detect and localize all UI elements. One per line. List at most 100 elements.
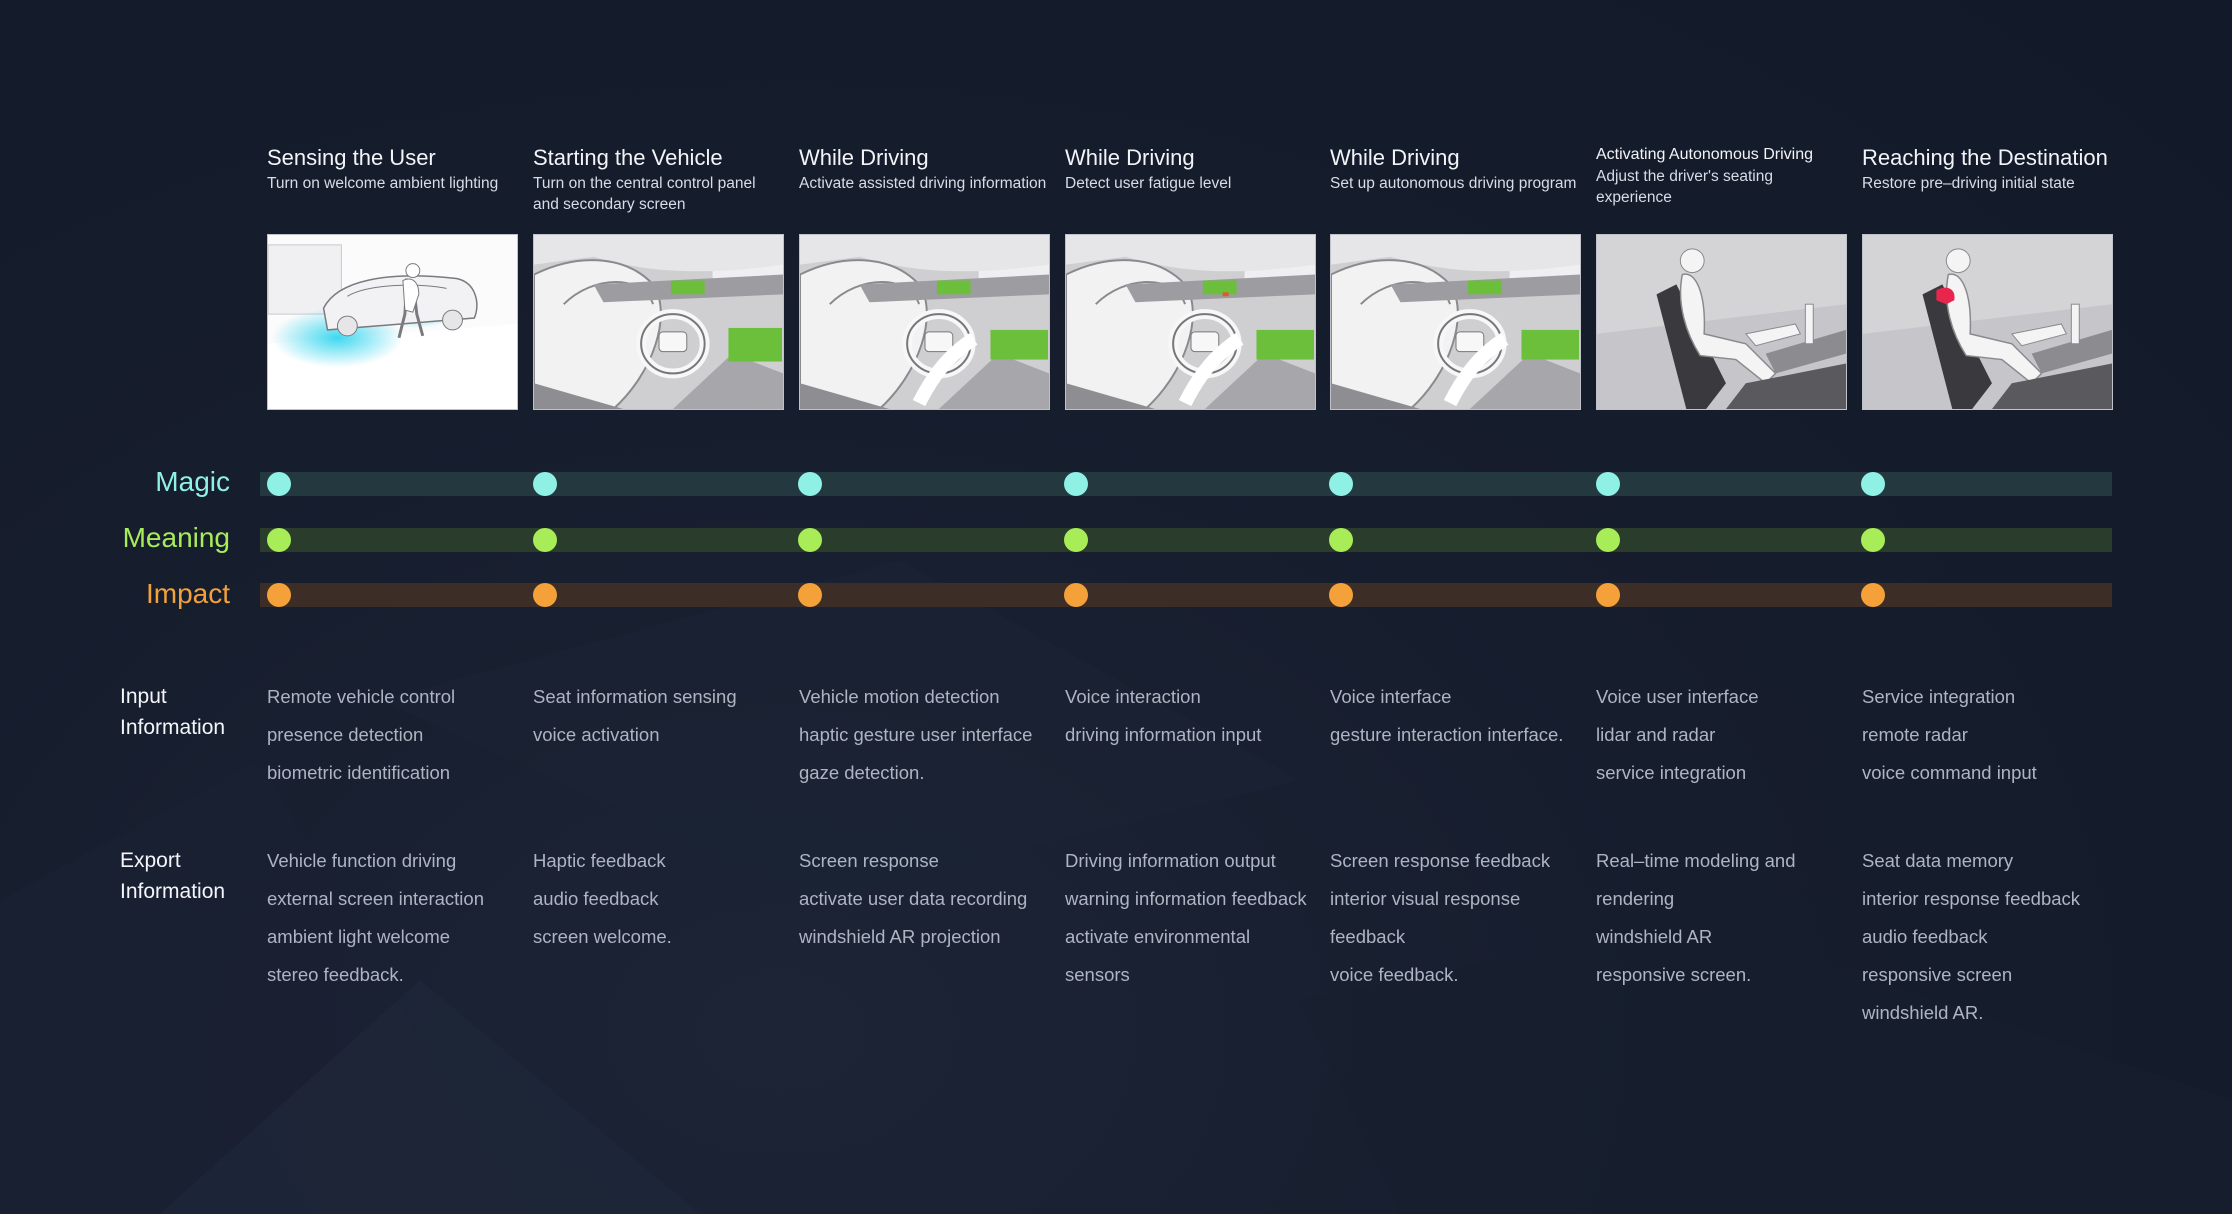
magic-dot: [1596, 472, 1620, 496]
export-info-item: interior response feedback: [1862, 888, 2081, 909]
scene-thumbnail: [1065, 234, 1316, 410]
export-info-item: screen welcome.: [533, 926, 672, 947]
impact-dot: [1861, 583, 1885, 607]
impact-dot: [1596, 583, 1620, 607]
column-title: Activating Autonomous Driving: [1596, 146, 1813, 163]
export-information-label: Export Information: [120, 849, 226, 903]
export-info-item: windshield AR: [1596, 926, 1713, 947]
export-info-item: windshield AR projection: [799, 926, 1001, 947]
export-info-item: audio feedback: [533, 888, 659, 909]
cockpit-illustration: [800, 235, 1049, 409]
cockpit-illustration: [534, 235, 783, 409]
magic-dot: [798, 472, 822, 496]
scene-thumbnail: [1330, 234, 1581, 410]
column-title: Reaching the Destination: [1862, 145, 2108, 170]
input-information-label: Input Information: [120, 685, 226, 739]
magic-dot: [533, 472, 557, 496]
track-impact: [260, 583, 2112, 607]
export-info-item: windshield AR.: [1862, 1002, 1984, 1023]
magic-dot: [267, 472, 291, 496]
column-subtitle: Activate assisted driving information: [799, 175, 1047, 192]
export-info-item: Vehicle function driving: [267, 850, 457, 871]
column-subtitle: Set up autonomous driving program: [1330, 175, 1577, 192]
column-title: Sensing the User: [267, 145, 436, 170]
column-title: Starting the Vehicle: [533, 145, 723, 170]
cockpit-illustration: [1331, 235, 1580, 409]
cockpit-illustration: [1066, 235, 1315, 409]
impact-dot: [533, 583, 557, 607]
seated-driver-illustration: [1863, 235, 2112, 409]
column-title: While Driving: [1065, 145, 1195, 170]
export-info-item: feedback: [1330, 926, 1406, 947]
column-subtitle: Detect user fatigue level: [1065, 175, 1232, 192]
row-label-magic: Magic: [155, 466, 230, 497]
impact-dot: [798, 583, 822, 607]
meaning-dot: [1329, 528, 1353, 552]
input-info-item: voice activation: [533, 724, 660, 745]
magic-dot: [1064, 472, 1088, 496]
export-info-item: ambient light welcome: [267, 926, 451, 947]
magic-dot: [1861, 472, 1885, 496]
export-info-item: stereo feedback.: [267, 964, 404, 985]
meaning-dot: [1861, 528, 1885, 552]
export-info-item: responsive screen: [1862, 964, 2013, 985]
export-info-item: Seat data memory: [1862, 850, 2014, 871]
export-info-item: external screen interaction: [267, 888, 484, 909]
scene-thumbnail: [1596, 234, 1847, 410]
export-info-item: voice feedback.: [1330, 964, 1459, 985]
input-info-item: presence detection: [267, 724, 424, 745]
meaning-dot: [1596, 528, 1620, 552]
export-info-item: Screen response: [799, 850, 939, 871]
input-info-item: remote radar: [1862, 724, 1968, 745]
column-title: While Driving: [1330, 145, 1460, 170]
input-info-item: Seat information sensing: [533, 686, 737, 707]
scene-thumbnail: [799, 234, 1050, 410]
export-info-item: sensors: [1065, 964, 1130, 985]
input-info-item: Voice interaction: [1065, 686, 1201, 707]
input-info-item: haptic gesture user interface: [799, 724, 1033, 745]
meaning-dot: [267, 528, 291, 552]
input-info-item: Service integration: [1862, 686, 2016, 707]
input-info-item: service integration: [1596, 762, 1747, 783]
impact-dot: [1064, 583, 1088, 607]
impact-dot: [267, 583, 291, 607]
scene-thumbnail: [267, 234, 518, 410]
track-magic: [260, 472, 2112, 496]
export-info-item: Haptic feedback: [533, 850, 666, 871]
track-meaning: [260, 528, 2112, 552]
input-info-item: Remote vehicle control: [267, 686, 456, 707]
column-title: While Driving: [799, 145, 929, 170]
column-subtitle: Turn on welcome ambient lighting: [267, 175, 499, 192]
column-subtitle: Restore pre–driving initial state: [1862, 175, 2075, 192]
input-info-item: gaze detection.: [799, 762, 925, 783]
export-info-item: activate user data recording: [799, 888, 1028, 909]
export-info-item: interior visual response: [1330, 888, 1521, 909]
input-info-item: lidar and radar: [1596, 724, 1716, 745]
export-info-item: responsive screen.: [1596, 964, 1752, 985]
impact-dot: [1329, 583, 1353, 607]
car-welcome-illustration: [268, 235, 517, 409]
magic-dot: [1329, 472, 1353, 496]
scene-thumbnail: [1862, 234, 2113, 410]
input-info-item: Voice user interface: [1596, 686, 1759, 707]
column-subtitle: Adjust the driver's seating experience: [1596, 168, 1773, 206]
seated-driver-illustration: [1597, 235, 1846, 409]
scene-thumbnail: [533, 234, 784, 410]
meaning-dot: [1064, 528, 1088, 552]
meaning-dot: [533, 528, 557, 552]
input-info-item: voice command input: [1862, 762, 2037, 783]
export-info-item: rendering: [1596, 888, 1675, 909]
row-label-meaning: Meaning: [122, 522, 230, 553]
export-info-item: activate environmental: [1065, 926, 1251, 947]
export-info-item: Real–time modeling and: [1596, 850, 1796, 871]
input-info-item: driving information input: [1065, 724, 1262, 745]
export-info-item: Screen response feedback: [1330, 850, 1551, 871]
